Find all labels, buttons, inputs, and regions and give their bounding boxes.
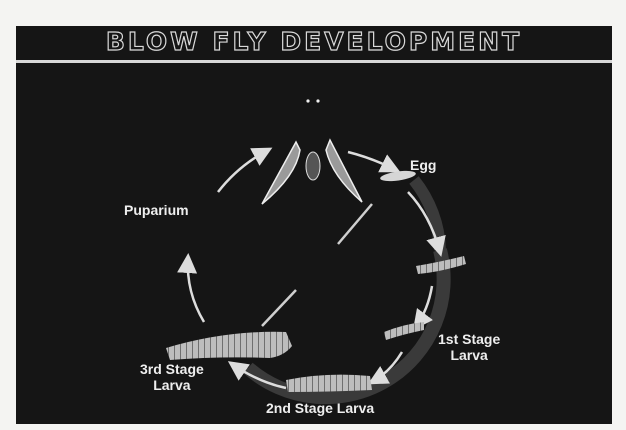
- label-first-stage: 1st Stage Larva: [438, 331, 500, 363]
- arrow-to-adult: [218, 150, 268, 192]
- inner-lines: [262, 204, 372, 326]
- adult-fly-icon: [262, 99, 362, 204]
- label-puparium: Puparium: [124, 202, 189, 218]
- label-egg: Egg: [410, 157, 436, 173]
- second-stage-larva-icon: [286, 375, 372, 392]
- label-second-stage: 2nd Stage Larva: [266, 400, 374, 416]
- inner-line-lower: [262, 290, 296, 326]
- arrow-to-puparium: [188, 258, 204, 322]
- label-third-stage: 3rd Stage Larva: [140, 361, 204, 393]
- label-third-stage-line1: 3rd Stage: [140, 361, 204, 377]
- label-first-stage-line1: 1st Stage: [438, 331, 500, 347]
- label-first-stage-line2: Larva: [438, 347, 500, 363]
- molting-larva-icon: [384, 322, 424, 340]
- arrow-to-egg: [348, 152, 396, 170]
- label-third-stage-line2: Larva: [140, 377, 204, 393]
- third-stage-larva-icon: [166, 332, 292, 360]
- inner-line-upper: [338, 204, 372, 244]
- cycle-ring: [248, 180, 444, 397]
